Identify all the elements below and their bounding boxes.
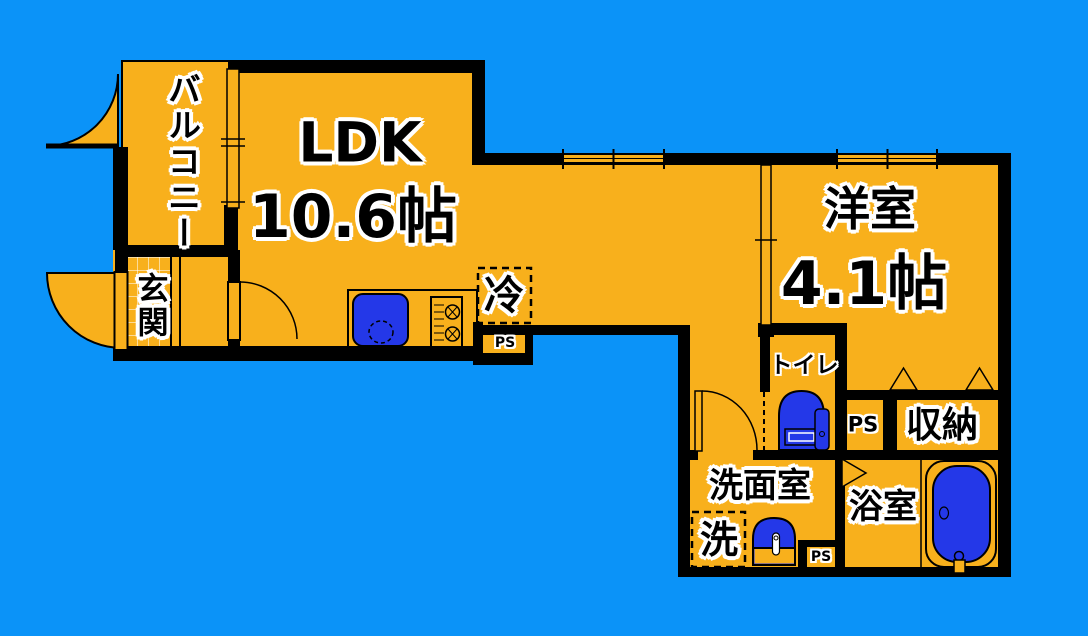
refrigerator-box: [476, 266, 533, 325]
wall: [472, 60, 485, 165]
entrance-door-swing: [45, 272, 123, 350]
wall: [883, 398, 897, 455]
washer-label: 洗: [699, 518, 739, 562]
bath-door-triangle: [841, 457, 868, 489]
ldk-floor-right: [533, 153, 772, 335]
washroom-door-swing: [701, 390, 758, 451]
western-room-size-label: 4.1帖: [780, 249, 948, 319]
wall: [533, 325, 683, 335]
stove: [430, 296, 463, 348]
pipe-space-kitchen-label: PS: [494, 335, 516, 351]
window-2: [836, 149, 939, 169]
window-1: [562, 149, 666, 169]
wall: [483, 325, 533, 335]
pipe-space-washroom-label: PS: [810, 549, 832, 565]
storage-label: 収納: [905, 405, 979, 446]
bathroom-label: 浴室: [849, 487, 917, 527]
sink-drain: [368, 320, 394, 344]
washer-box: [690, 510, 747, 569]
storage-door-triangle: [964, 366, 995, 391]
washbasin: [752, 516, 796, 566]
kitchen-sink: [352, 293, 409, 347]
room-partition: [760, 164, 772, 326]
pipe-space-washroom-floor: [807, 547, 835, 567]
wall: [121, 245, 230, 257]
pipe-space-kitchen-floor: [483, 335, 525, 353]
ldk-label: LDK: [298, 110, 422, 175]
storage-door-triangle: [888, 366, 919, 391]
wall: [230, 60, 485, 73]
ldk-door-swing: [239, 281, 298, 340]
ldk-door-leaf: [227, 281, 241, 341]
wall: [113, 147, 128, 250]
entrance-tile-area: [126, 257, 172, 347]
entrance-label: 玄関: [131, 272, 168, 340]
wall: [525, 333, 533, 365]
toilet-fixture: [778, 389, 830, 451]
wall: [113, 346, 473, 361]
washroom-label: 洗面室: [709, 466, 811, 506]
entrance-step-lines: [170, 252, 181, 346]
wall: [760, 333, 770, 392]
wall: [847, 390, 998, 400]
western-room-label: 洋室: [824, 182, 916, 236]
refrigerator-label: 冷: [484, 273, 524, 319]
wall: [835, 458, 845, 577]
wall: [228, 250, 240, 282]
wall: [473, 353, 533, 365]
wall: [224, 205, 238, 250]
wall: [678, 450, 698, 460]
wall: [115, 250, 128, 274]
entrance-door-leaf: [113, 271, 129, 351]
toilet-label: トイレ: [769, 352, 839, 379]
wall: [835, 335, 847, 456]
balcony-door-swing: [45, 73, 119, 147]
wall: [998, 153, 1011, 577]
wall: [228, 340, 240, 361]
bathtub: [925, 460, 997, 574]
wall: [758, 325, 774, 337]
washroom-door-leaf: [694, 390, 703, 452]
pipe-space-hall-label: PS: [847, 412, 879, 437]
wall: [753, 450, 1008, 460]
ldk-size-label: 10.6帖: [248, 182, 458, 252]
balcony-label: バルコニー: [162, 72, 202, 252]
wall: [758, 323, 847, 335]
balcony-window-ticks: [221, 138, 245, 203]
